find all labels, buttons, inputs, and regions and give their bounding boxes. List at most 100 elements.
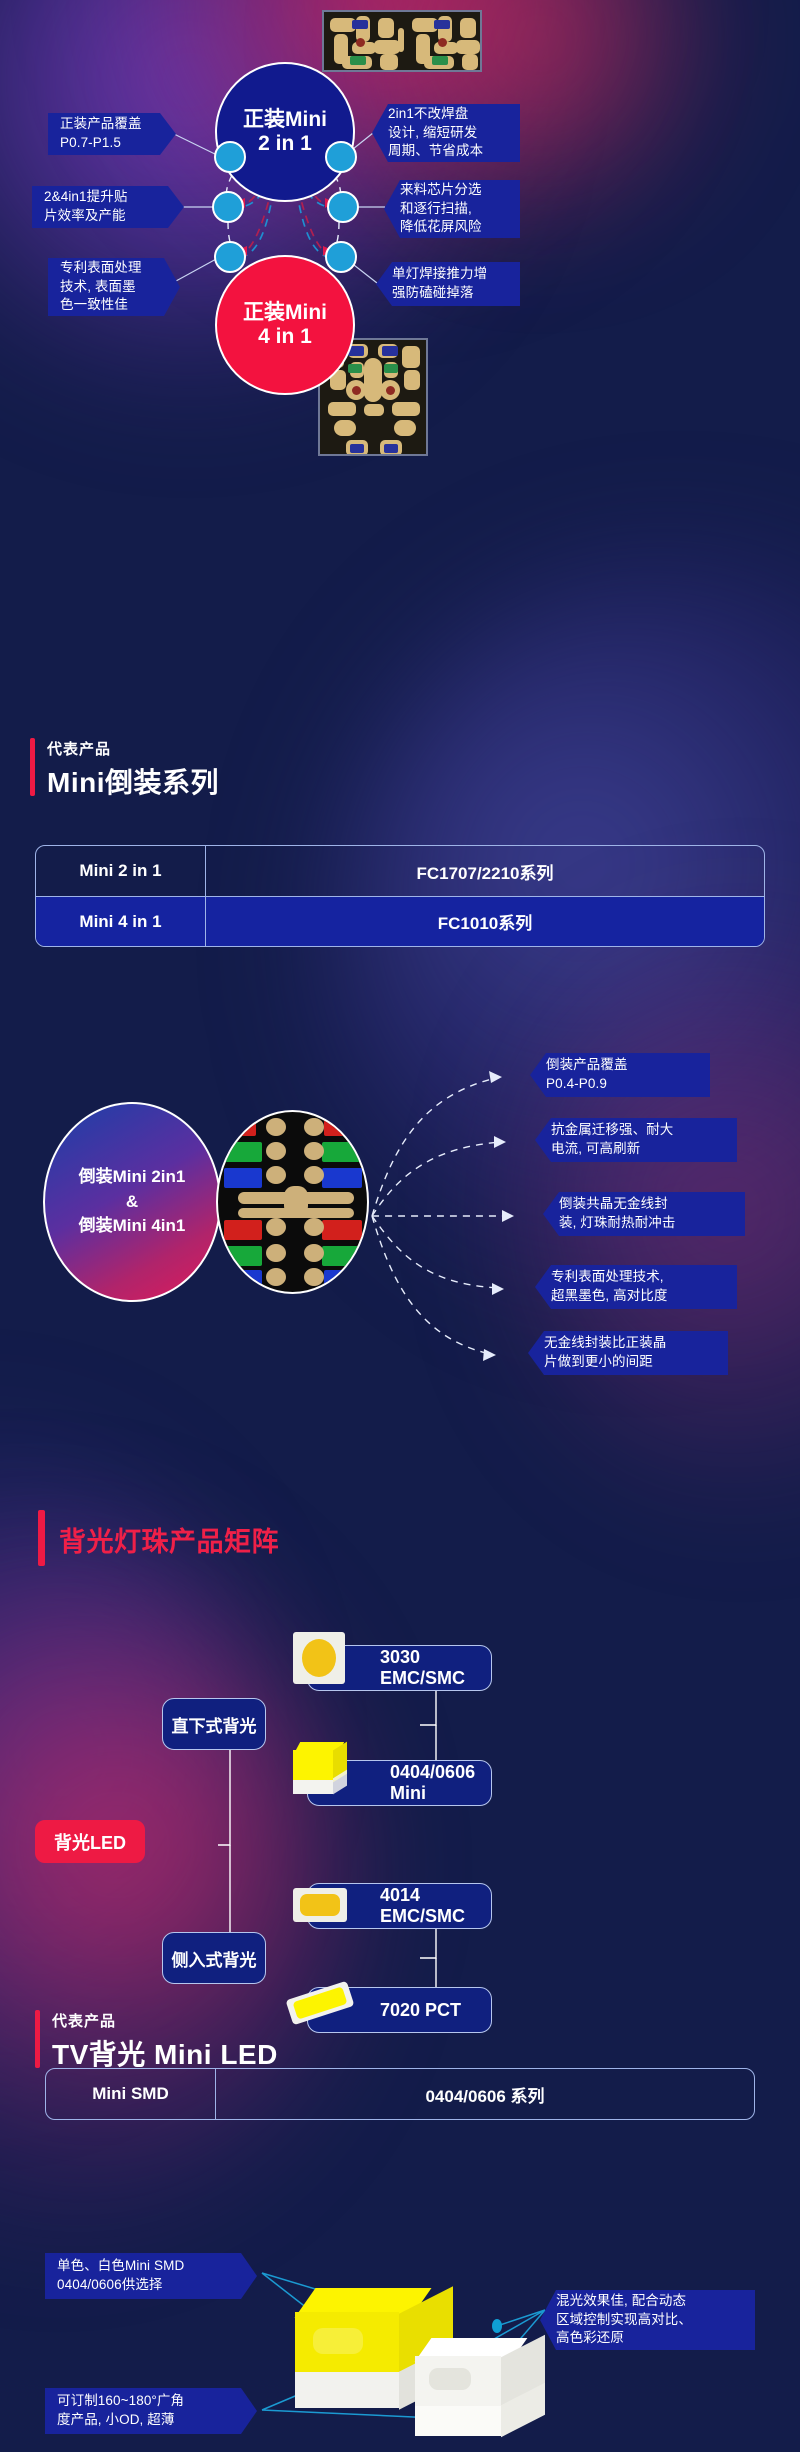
callout-left-2-line1: 2&4in1提升贴 — [44, 189, 128, 205]
table-row: Mini 2 in 1 FC1707/2210系列 — [36, 846, 764, 896]
node-zhengzhuang-2in1[interactable]: 正装Mini 2 in 1 — [215, 62, 355, 202]
smd-callout-left-1-line1: 单色、白色Mini SMD — [57, 2258, 185, 2274]
flip-callout-2-line2: 电流, 可高刷新 — [551, 1141, 641, 1156]
hub-node-right-1[interactable] — [325, 141, 357, 173]
flip-callout-2-line1: 抗金属迁移强、耐大 — [551, 1122, 674, 1138]
matrix-root-backlight-led[interactable]: 背光LED — [35, 1820, 145, 1863]
callout-left-3-line2: 技术, 表面墨 — [60, 278, 136, 294]
hub-node-left-2[interactable] — [212, 191, 244, 223]
smd-callout-left-2-line2: 度产品, 小OD, 超薄 — [57, 2412, 175, 2427]
section-flip-title: Mini倒装系列 — [47, 767, 219, 798]
matrix-product-0404-label: 0404/0606 Mini — [390, 1762, 476, 1803]
matrix-product-3030-label: 3030 EMC/SMC — [380, 1647, 465, 1688]
flip-callout-1-line2: P0.4-P0.9 — [546, 1076, 607, 1091]
table-cell-value: FC1010系列 — [437, 914, 533, 933]
node-2in1-line1: 正装Mini — [243, 107, 327, 131]
table-cell-label: Mini SMD — [46, 2069, 216, 2119]
smd-callout-left-2-line1: 可订制160~180°广角 — [57, 2393, 185, 2409]
table-flip-products: Mini 2 in 1 FC1707/2210系列 Mini 4 in 1 FC… — [35, 845, 765, 947]
smd-callout-right-1-line3: 高色彩还原 — [556, 2330, 624, 2346]
hub-node-left-1[interactable] — [214, 141, 246, 173]
callout-left-3-line3: 色一致性佳 — [60, 297, 128, 313]
callout-left-1[interactable]: 正装产品覆盖 P0.7-P1.5 — [48, 113, 176, 155]
matrix-root-label: 背光LED — [54, 1832, 126, 1853]
table-row: Mini 4 in 1 FC1010系列 — [36, 896, 764, 946]
table-cell-value: FC1707/2210系列 — [416, 863, 554, 883]
flip-hub-line2: & — [125, 1191, 139, 1211]
smd-callout-right-1-line2: 区域控制实现高对比、 — [556, 2311, 692, 2327]
callout-right-1-line1: 2in1不改焊盘 — [388, 106, 469, 122]
flip-callout-3-line1: 倒装共晶无金线封 — [559, 1196, 668, 1212]
led-3030-icon — [293, 1632, 345, 1684]
flip-callout-5-line2: 片做到更小的间距 — [544, 1354, 653, 1369]
callout-left-3-line1: 专利表面处理 — [60, 260, 142, 276]
flip-callout-2[interactable]: 抗金属迁移强、耐大 电流, 可高刷新 — [535, 1118, 737, 1162]
led-cube-icon — [293, 1741, 353, 1804]
matrix-product-4014-label: 4014 EMC/SMC — [380, 1885, 465, 1926]
red-accent-bar — [38, 1510, 45, 1566]
flip-callout-5[interactable]: 无金线封装比正装晶 片做到更小的间距 — [528, 1331, 728, 1375]
led-4014-icon — [293, 1888, 347, 1922]
table-tv-products: Mini SMD 0404/0606 系列 — [45, 2068, 755, 2120]
flip-hub-circle[interactable]: 倒装Mini 2in1 & 倒装Mini 4in1 — [43, 1102, 221, 1302]
red-accent-bar — [35, 2010, 40, 2068]
section-backlight-title: 背光灯珠产品矩阵 — [59, 1526, 279, 1557]
callout-right-2-line1: 来料芯片分选 — [400, 182, 482, 198]
matrix-product-7020-label: 7020 PCT — [380, 1999, 462, 2020]
callout-left-3[interactable]: 专利表面处理 技术, 表面墨 色一致性佳 — [48, 258, 180, 316]
flip-callout-4-line2: 超黑墨色, 高对比度 — [551, 1288, 668, 1303]
node-2in1-line2: 2 in 1 — [258, 132, 312, 155]
table-cell-value: 0404/0606 系列 — [425, 2086, 545, 2106]
callout-right-1[interactable]: 2in1不改焊盘 设计, 缩短研发 周期、节省成本 — [372, 104, 520, 162]
callout-right-1-line3: 周期、节省成本 — [388, 143, 484, 159]
flip-chip-photo — [216, 1110, 369, 1294]
section-heading-backlight: 背光灯珠产品矩阵 — [38, 1510, 279, 1566]
flip-callout-1-line1: 倒装产品覆盖 — [546, 1057, 628, 1073]
flip-callout-5-line1: 无金线封装比正装晶 — [544, 1335, 667, 1351]
smd-callout-right-1-line1: 混光效果佳, 配合动态 — [556, 2293, 687, 2309]
table-row: Mini SMD 0404/0606 系列 — [46, 2069, 754, 2119]
red-accent-bar — [30, 738, 35, 796]
smd-cube-white — [414, 2334, 565, 2452]
matrix-branch-direct[interactable]: 直下式背光 — [162, 1698, 266, 1750]
callout-left-1-line1: 正装产品覆盖 — [60, 116, 142, 132]
table-cell-label: Mini 4 in 1 — [36, 897, 206, 946]
section-flip-eyebrow: 代表产品 — [47, 741, 112, 758]
node-4in1-line2: 4 in 1 — [258, 325, 312, 348]
callout-right-1-line2: 设计, 缩短研发 — [388, 124, 478, 140]
matrix-branch-direct-label: 直下式背光 — [171, 1716, 257, 1736]
callout-right-3[interactable]: 单灯焊接推力增 强防磕碰掉落 — [376, 262, 520, 306]
hub-node-right-2[interactable] — [327, 191, 359, 223]
callout-right-2-line3: 降低花屏风险 — [400, 219, 482, 235]
flip-callout-3-line2: 装, 灯珠耐热耐冲击 — [559, 1215, 676, 1230]
callout-right-2-line2: 和逐行扫描, — [400, 200, 472, 216]
flip-callout-3[interactable]: 倒装共晶无金线封 装, 灯珠耐热耐冲击 — [543, 1192, 745, 1236]
smd-cube-yellow — [294, 2286, 465, 2438]
matrix-branch-edge[interactable]: 侧入式背光 — [162, 1932, 266, 1984]
smd-callout-left-1[interactable]: 单色、白色Mini SMD 0404/0606供选择 — [45, 2253, 257, 2299]
chip-photo-2in1 — [322, 10, 482, 72]
callout-left-1-line2: P0.7-P1.5 — [60, 135, 121, 150]
callout-left-2[interactable]: 2&4in1提升贴 片效率及产能 — [32, 186, 184, 228]
matrix-branch-edge-label: 侧入式背光 — [171, 1950, 257, 1970]
smd-callout-right-1[interactable]: 混光效果佳, 配合动态 区域控制实现高对比、 高色彩还原 — [540, 2290, 755, 2350]
node-zhengzhuang-4in1[interactable]: 正装Mini 4 in 1 — [215, 255, 355, 395]
hub-node-left-3[interactable] — [214, 241, 246, 273]
flip-hub-line1: 倒装Mini 2in1 — [78, 1167, 186, 1187]
flip-callout-4-line1: 专利表面处理技术, — [551, 1269, 664, 1285]
smd-callout-left-2[interactable]: 可订制160~180°广角 度产品, 小OD, 超薄 — [45, 2388, 257, 2434]
hub-node-right-3[interactable] — [325, 241, 357, 273]
flip-hub-line3: 倒装Mini 4in1 — [78, 1216, 186, 1236]
callout-right-3-line1: 单灯焊接推力增 — [392, 266, 488, 282]
flip-callout-4[interactable]: 专利表面处理技术, 超黑墨色, 高对比度 — [535, 1265, 737, 1309]
section-tv-title: TV背光 Mini LED — [52, 2039, 278, 2070]
section-heading-tv: 代表产品 TV背光 Mini LED — [35, 2010, 278, 2073]
table-cell-label: Mini 2 in 1 — [36, 846, 206, 896]
flip-callout-1[interactable]: 倒装产品覆盖 P0.4-P0.9 — [530, 1053, 710, 1097]
section-heading-flip: 代表产品 Mini倒装系列 — [30, 738, 219, 801]
node-4in1-line1: 正装Mini — [243, 300, 327, 324]
callout-left-2-line2: 片效率及产能 — [44, 208, 126, 223]
section-tv-eyebrow: 代表产品 — [52, 2013, 117, 2030]
callout-right-2[interactable]: 来料芯片分选 和逐行扫描, 降低花屏风险 — [384, 180, 520, 238]
